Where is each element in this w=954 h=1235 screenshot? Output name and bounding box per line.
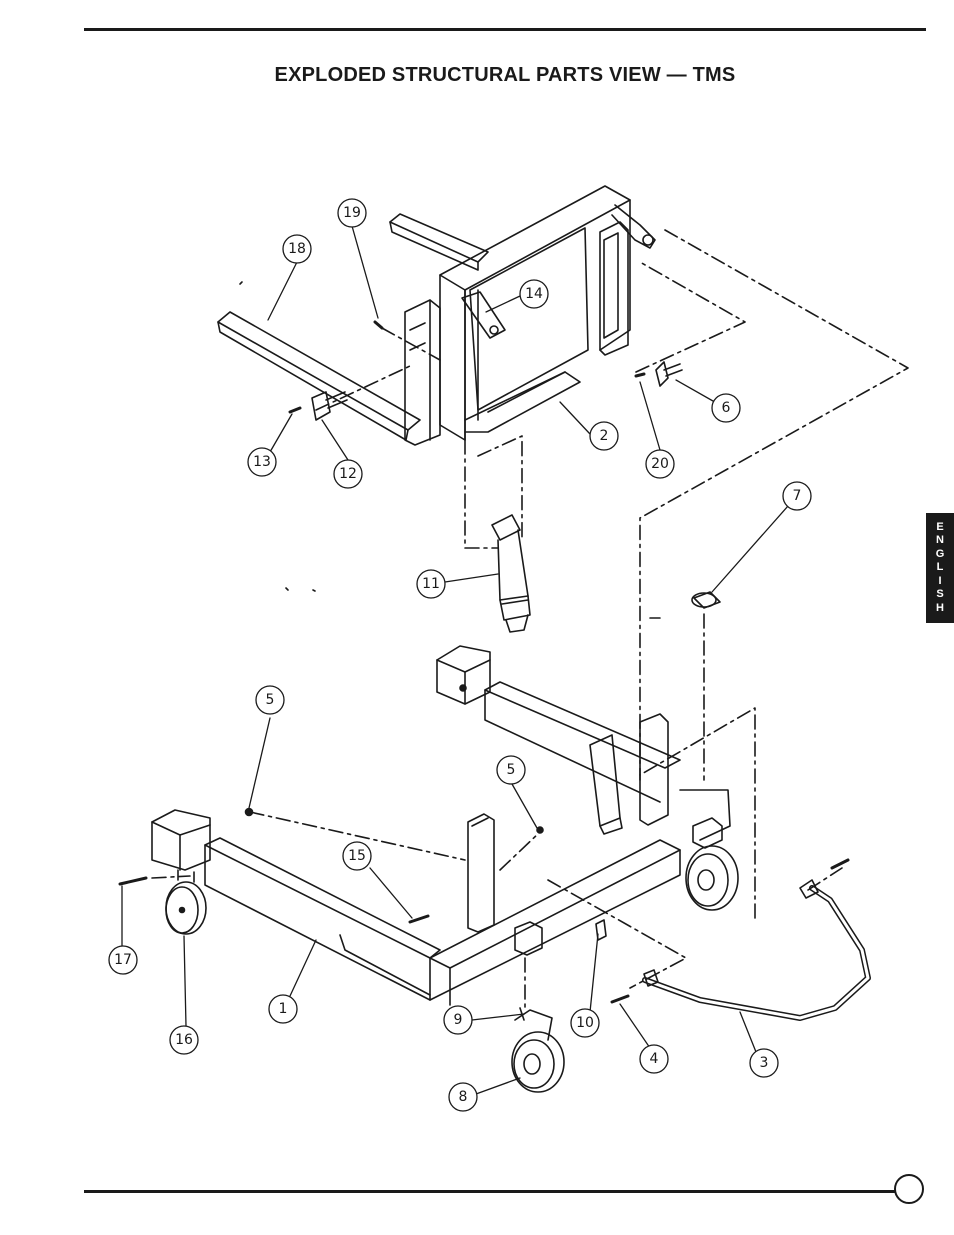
callout-2: 2 [600,428,609,444]
leader-lines [121,225,789,1095]
side-tab-letter: S [936,588,944,601]
base-frame [151,645,731,1006]
callout-17: 17 [114,952,132,968]
side-tab-letter: E [936,520,944,533]
callout-7: 7 [793,488,802,504]
callout-1: 1 [279,1001,288,1017]
side-tab-letter: N [936,534,944,547]
callout-4: 4 [650,1051,659,1067]
side-tab-letter: G [935,547,945,560]
assembly-lines [151,229,909,1011]
page-title: EXPLODED STRUCTURAL PARTS VIEW — TMS [274,64,736,86]
handle [610,858,871,1021]
callout-15: 15 [348,848,366,864]
language-side-tab: E N G L I S H [926,513,954,623]
page-number-circle [894,1174,924,1204]
side-tab-letter: L [936,561,944,574]
callout-bubbles [108,198,812,1112]
callout-8: 8 [459,1089,468,1105]
carriage-assembly [217,185,683,592]
callout-labels: 18 19 14 2 6 20 12 13 11 7 5 5 15 17 16 … [114,205,801,1105]
callout-3: 3 [760,1055,769,1071]
callout-19: 19 [343,205,361,221]
callout-16: 16 [175,1032,193,1048]
callout-20: 20 [651,456,669,472]
callout-9: 9 [454,1012,463,1028]
callout-12: 12 [339,466,357,482]
callout-5-center: 5 [507,762,516,778]
bottom-rule [84,1190,896,1193]
callout-11: 11 [422,576,440,592]
callout-5-left: 5 [266,692,275,708]
side-tab-letter: I [938,574,942,587]
callout-14: 14 [525,286,543,302]
small-parts [118,591,721,941]
callout-10: 10 [576,1015,594,1031]
callout-6: 6 [722,400,731,416]
callout-13: 13 [253,454,271,470]
side-tab-letter: H [936,601,944,614]
top-rule [84,28,926,31]
callout-18: 18 [288,241,306,257]
lift-cylinder [491,514,531,633]
